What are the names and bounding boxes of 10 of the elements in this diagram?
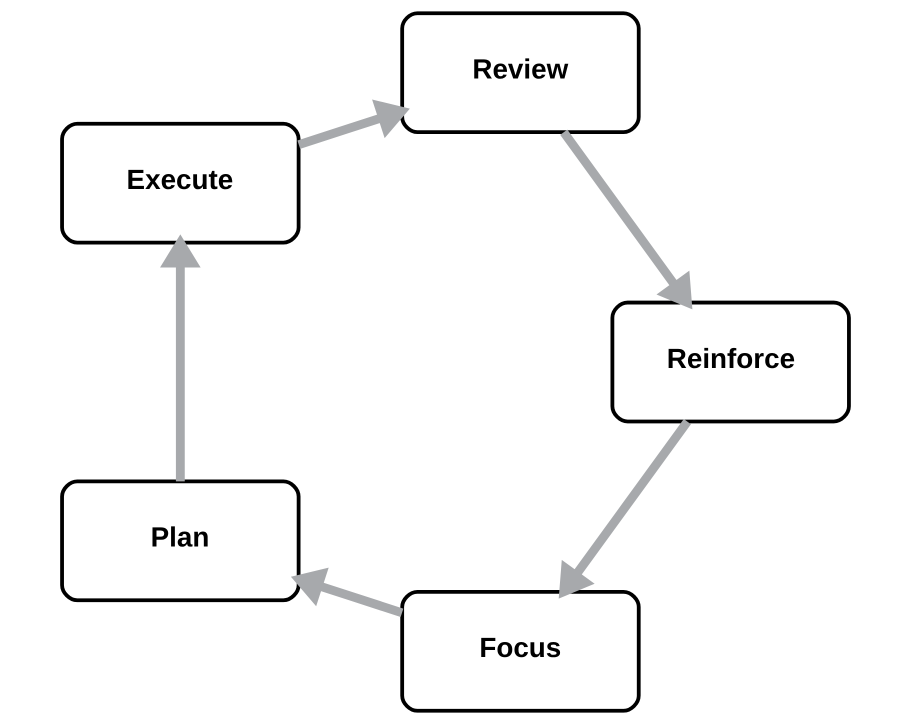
arrow <box>560 130 692 310</box>
node-box: Reinforce <box>610 300 850 424</box>
node-box: Focus <box>400 590 640 713</box>
arrow <box>296 100 410 149</box>
node-box: Plan <box>60 479 300 602</box>
arrow <box>558 419 690 599</box>
node-box: Execute <box>60 122 300 245</box>
arrow <box>160 234 200 482</box>
arrow <box>290 568 403 618</box>
node-box: Review <box>400 11 640 134</box>
